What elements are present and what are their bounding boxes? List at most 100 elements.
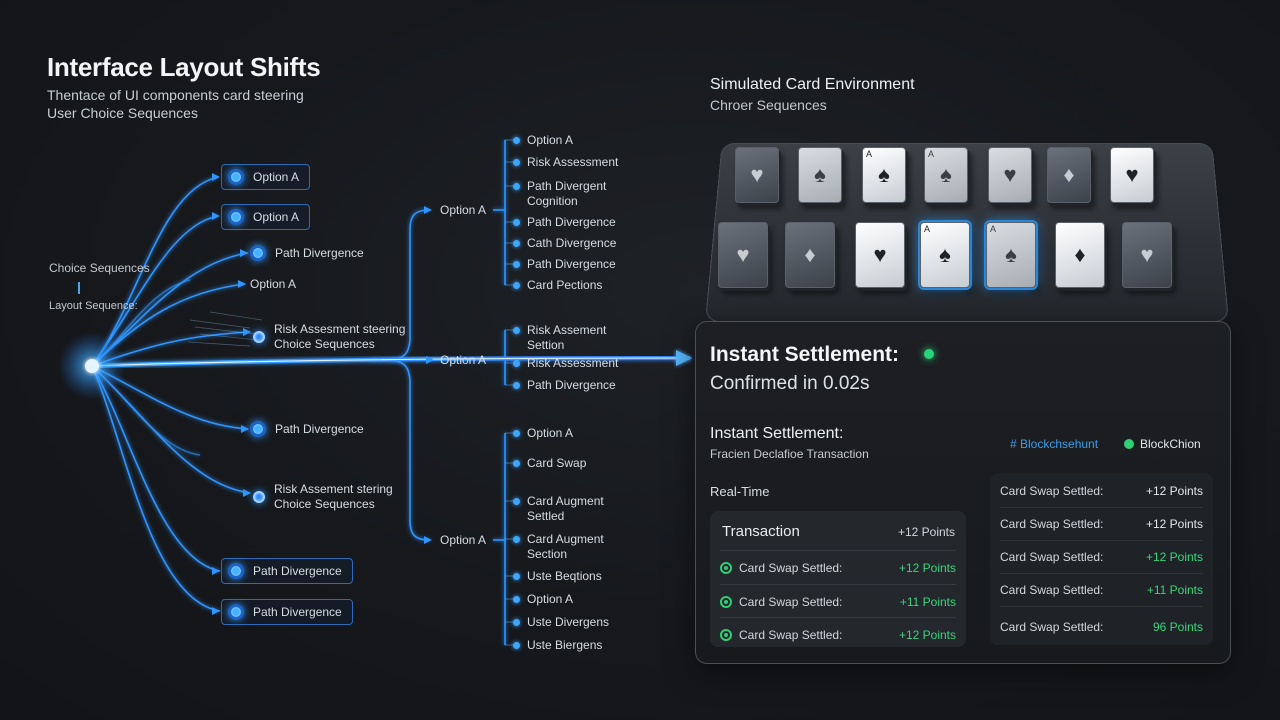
node-label: Option A bbox=[440, 533, 487, 547]
leaf-dot-icon bbox=[513, 282, 520, 289]
transaction-title: Transaction bbox=[722, 523, 800, 540]
transaction-row[interactable]: Card Swap Settled:+12 Points bbox=[720, 550, 956, 579]
playing-card[interactable]: ♦ bbox=[1055, 222, 1105, 288]
settlement-description: Fracien Declafioe Transaction bbox=[710, 447, 869, 461]
leaf-dot-icon bbox=[513, 183, 520, 190]
leaf-item[interactable]: Uste Biergens bbox=[513, 638, 602, 653]
leaf-dot-icon bbox=[513, 460, 520, 467]
transaction-row[interactable]: Card Swap Settled:+11 Points bbox=[720, 584, 956, 613]
branch-down bbox=[369, 359, 431, 541]
leaf-item[interactable]: Card Augment Settled bbox=[513, 494, 618, 524]
card-suit-icon: ♠ bbox=[814, 162, 826, 187]
card-suit-icon: ♠ bbox=[940, 162, 952, 187]
card-rank: A bbox=[866, 149, 873, 159]
node-dot-icon bbox=[250, 421, 266, 437]
branch-node-option-a-top[interactable]: Option A bbox=[437, 203, 486, 217]
leaf-item[interactable]: Path Divergence bbox=[513, 215, 616, 230]
card-suit-icon: ♦ bbox=[804, 242, 816, 267]
playing-card[interactable]: A♠ bbox=[924, 147, 968, 203]
transaction-card bbox=[710, 511, 966, 647]
leaf-dot-icon bbox=[513, 219, 520, 226]
settlement-heading: Instant Settlement: bbox=[710, 343, 900, 366]
leaf-item[interactable]: Card Augment Section bbox=[513, 532, 618, 562]
leaf-item[interactable]: Option A bbox=[513, 133, 573, 148]
choice-sequences-label: Choice Sequences bbox=[49, 261, 150, 275]
playing-card[interactable]: ♦ bbox=[785, 222, 835, 288]
leaf-item[interactable]: Risk Assessment bbox=[513, 356, 618, 371]
card-suit-icon: ♦ bbox=[1063, 162, 1075, 187]
leaf-item[interactable]: Option A bbox=[513, 426, 573, 441]
leaf-dot-icon bbox=[513, 498, 520, 505]
check-circle-icon bbox=[720, 562, 732, 574]
node-label: Option A bbox=[440, 353, 487, 367]
ledger-row[interactable]: Card Swap Settled:+12 Points bbox=[1000, 474, 1203, 508]
card-suit-icon: ♥ bbox=[1003, 162, 1017, 187]
playing-card[interactable]: ♥ bbox=[1122, 222, 1172, 288]
leaf-item[interactable]: Risk Assement Settion bbox=[513, 323, 618, 353]
card-suit-icon: ♥ bbox=[1140, 242, 1154, 267]
playing-card[interactable]: A♠ bbox=[986, 222, 1036, 288]
playing-card[interactable]: ♦ bbox=[1047, 147, 1091, 203]
leaf-item[interactable]: Path Divergence bbox=[513, 378, 616, 393]
leaf-dot-icon bbox=[513, 382, 520, 389]
leaf-item[interactable]: Uste Divergens bbox=[513, 615, 609, 630]
playing-card[interactable]: ♥ bbox=[718, 222, 768, 288]
ledger-row[interactable]: Card Swap Settled:+11 Points bbox=[1000, 573, 1203, 607]
fan-line-8 bbox=[91, 365, 221, 572]
leaf-item[interactable]: Cath Divergence bbox=[513, 236, 616, 251]
flow-node-option-a-3[interactable]: Option A bbox=[250, 277, 296, 291]
flow-node-path-divergence-2[interactable]: Path Divergence bbox=[250, 421, 364, 437]
chart-legend-blockchain: # Blockchsehunt bbox=[1010, 437, 1099, 451]
card-suit-icon: ♦ bbox=[1074, 242, 1086, 267]
transaction-row[interactable]: Card Swap Settled:+12 Points bbox=[720, 617, 956, 646]
card-suit-icon: ♥ bbox=[750, 162, 764, 187]
subtitle-line-1: Thentace of UI components card steering bbox=[47, 87, 304, 103]
flow-node-option-a-2[interactable]: Option A bbox=[221, 204, 311, 230]
playing-card[interactable]: ♥ bbox=[1110, 147, 1154, 203]
leaf-dot-icon bbox=[513, 619, 520, 626]
fan-lines bbox=[91, 176, 251, 612]
leaf-item[interactable]: Option A bbox=[513, 592, 573, 607]
leaf-item[interactable]: Card Pections bbox=[513, 278, 602, 293]
node-label: Path Divergence bbox=[253, 564, 342, 578]
page-subtitle: Thentace of UI components card steering … bbox=[47, 86, 347, 122]
leaf-dot-icon bbox=[513, 360, 520, 367]
playing-card[interactable]: ♠ bbox=[798, 147, 842, 203]
leaf-item[interactable]: Uste Beqtions bbox=[513, 569, 602, 584]
leaf-item[interactable]: Card Swap bbox=[513, 456, 586, 471]
ledger-row[interactable]: Card Swap Settled:96 Points bbox=[1000, 619, 1203, 634]
playing-card[interactable]: A♠ bbox=[862, 147, 906, 203]
branch-node-option-a-mid[interactable]: Option A bbox=[437, 353, 486, 367]
node-label: Option A bbox=[250, 277, 297, 291]
check-circle-icon bbox=[720, 596, 732, 608]
leaf-dot-icon bbox=[513, 536, 520, 543]
leaf-dot-icon bbox=[513, 240, 520, 247]
playing-card[interactable]: ♥ bbox=[855, 222, 905, 288]
flow-node-option-a-1[interactable]: Option A bbox=[221, 164, 311, 190]
flow-node-path-divergence-4[interactable]: Path Divergence bbox=[221, 599, 353, 625]
ledger-row[interactable]: Card Swap Settled:+12 Points bbox=[1000, 540, 1203, 574]
leaf-item[interactable]: Risk Assessment bbox=[513, 155, 618, 170]
playing-card[interactable]: A♠ bbox=[920, 222, 970, 288]
flow-node-path-divergence-1[interactable]: Path Divergence bbox=[250, 245, 364, 261]
check-circle-icon bbox=[720, 629, 732, 641]
playing-card[interactable]: ♥ bbox=[988, 147, 1032, 203]
card-suit-icon: ♠ bbox=[878, 162, 890, 187]
leaf-dot-icon bbox=[513, 159, 520, 166]
node-label: Option A bbox=[253, 210, 300, 224]
ledger-row[interactable]: Card Swap Settled:+12 Points bbox=[1000, 507, 1203, 541]
node-dot-icon bbox=[228, 563, 244, 579]
branch-node-option-a-bottom[interactable]: Option A bbox=[437, 533, 486, 547]
environment-title: Simulated Card Environment bbox=[710, 76, 915, 93]
flow-node-path-divergence-3[interactable]: Path Divergence bbox=[221, 558, 353, 584]
node-dot-icon bbox=[253, 491, 265, 503]
leaf-item[interactable]: Path Divergent Cognition bbox=[513, 179, 623, 209]
leaf-item[interactable]: Path Divergence bbox=[513, 257, 616, 272]
particle-streaks bbox=[187, 311, 263, 347]
node-label: Path Divergence bbox=[253, 605, 342, 619]
main-beam-core bbox=[91, 357, 691, 367]
playing-card[interactable]: ♥ bbox=[735, 147, 779, 203]
